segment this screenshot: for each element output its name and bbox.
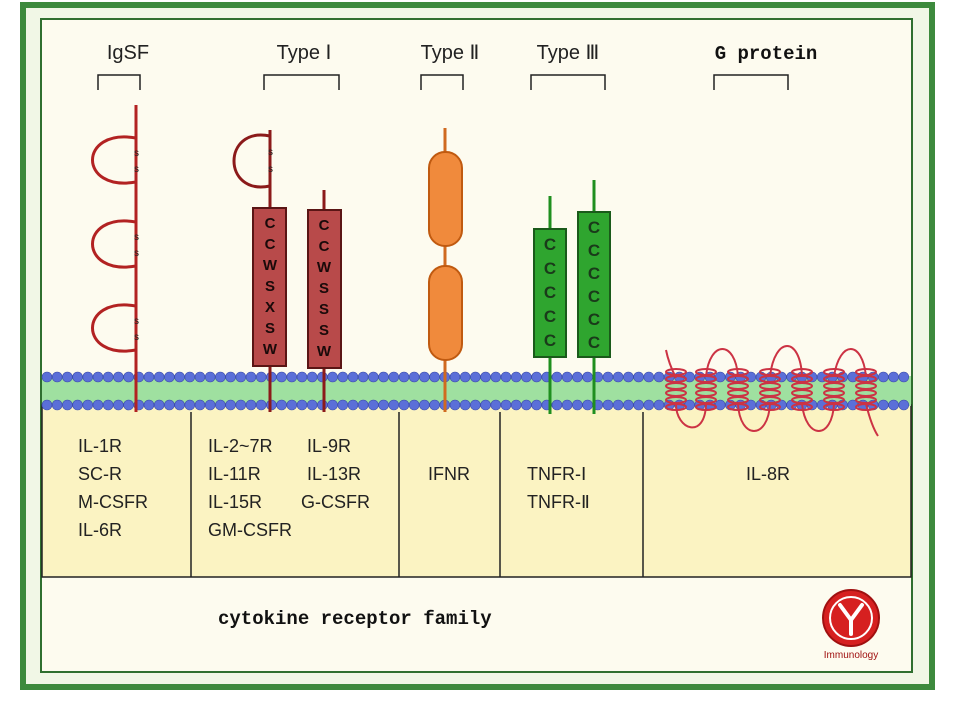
motif-letter: C xyxy=(544,259,556,278)
receptor-il8r: IL-8R xyxy=(746,464,790,484)
logo-text: Immunology xyxy=(824,650,878,661)
receptor-il13r: IL-13R xyxy=(307,464,361,484)
bracket-igsf xyxy=(97,74,141,90)
motif-letter: C xyxy=(544,235,556,254)
type3-box-b xyxy=(577,211,611,358)
receptor-il11r: IL-11R xyxy=(208,464,261,484)
motif-letter: C xyxy=(544,307,556,326)
motif-letter: C xyxy=(319,238,330,255)
transmembrane-helix xyxy=(695,368,717,411)
motif-letter: C xyxy=(588,264,600,283)
group-labels: IgSF Type Ⅰ Type Ⅱ Type Ⅲ G protein xyxy=(107,42,817,65)
diagram-caption: cytokine receptor family xyxy=(218,608,492,630)
motif-letter: C xyxy=(319,217,330,234)
motif-letter: C xyxy=(265,215,276,232)
motif-letter: W xyxy=(263,341,278,358)
motif-letter: C xyxy=(265,236,276,253)
svg-text:s: s xyxy=(268,164,273,175)
motif-letter: C xyxy=(544,331,556,350)
type2-domain-1 xyxy=(428,151,463,247)
receptor-il6r: IL-6R xyxy=(78,520,122,540)
transmembrane-helix xyxy=(791,368,813,411)
svg-text:s: s xyxy=(134,332,139,343)
transmembrane-helix xyxy=(759,368,781,411)
receptor-il1r: IL-1R xyxy=(78,436,122,456)
type1-disulfide-marks: s s xyxy=(268,147,273,175)
bracket-gprotein xyxy=(713,74,789,90)
group-label-gprotein: G protein xyxy=(715,43,818,65)
type1-receptor-b xyxy=(307,190,342,412)
igsf-disulfide-marks: s s s s s s xyxy=(134,148,139,343)
type1-box-a xyxy=(252,207,287,367)
motif-letter: C xyxy=(588,287,600,306)
motif-letter: C xyxy=(588,218,600,237)
type3-box-a xyxy=(533,228,567,358)
ig-domain-3 xyxy=(91,303,137,353)
motif-letter: C xyxy=(588,333,600,352)
bracket-type1 xyxy=(263,74,340,90)
transmembrane-helix xyxy=(727,368,749,411)
svg-text:s: s xyxy=(134,248,139,259)
motif-letter: X xyxy=(265,299,275,316)
receptor-mcsfr: M-CSFR xyxy=(78,492,148,512)
igsf-receptor xyxy=(91,105,138,412)
motif-letter: S xyxy=(319,301,329,318)
motif-letter: C xyxy=(544,283,556,302)
group-label-type2: Type Ⅱ xyxy=(421,42,480,64)
motif-letter: W xyxy=(317,259,332,276)
type1-receptor-a xyxy=(232,130,287,412)
group-brackets xyxy=(97,74,789,90)
svg-text:s: s xyxy=(134,164,139,175)
type3-receptor-b xyxy=(577,180,611,414)
motif-letter: S xyxy=(319,280,329,297)
bracket-type2 xyxy=(420,74,464,90)
receptor-il2-7r: IL-2~7R xyxy=(208,436,273,456)
gprotein-receptor xyxy=(665,345,879,437)
svg-text:s: s xyxy=(268,147,273,158)
group-label-igsf: IgSF xyxy=(107,42,149,64)
group-label-type3: Type Ⅲ xyxy=(537,42,600,64)
column-dividers xyxy=(190,412,644,577)
svg-text:s: s xyxy=(134,316,139,327)
type1-ig-domain xyxy=(232,133,271,189)
type2-receptor xyxy=(428,128,463,412)
cytoplasm-region xyxy=(41,404,912,578)
receptor-tnfr2: TNFR-Ⅱ xyxy=(527,492,590,512)
antibody-icon xyxy=(838,603,864,636)
motif-letter: C xyxy=(588,241,600,260)
ig-domain-2 xyxy=(91,219,137,269)
receptor-lists: IL-1R SC-R M-CSFR IL-6R IL-2~7R IL-9R IL… xyxy=(78,436,790,540)
transmembrane-helix xyxy=(665,368,687,411)
group-label-type1: Type Ⅰ xyxy=(277,42,332,64)
immunology-logo: Immunology xyxy=(822,589,880,661)
receptor-gmcsfr: GM-CSFR xyxy=(208,520,292,540)
receptor-tnfr1: TNFR-Ⅰ xyxy=(527,464,586,484)
motif-letter: W xyxy=(317,343,332,360)
bracket-type3 xyxy=(530,74,606,90)
motif-letter: S xyxy=(265,278,275,295)
receptor-gcsfr: G-CSFR xyxy=(301,492,370,512)
receptor-il15r: IL-15R xyxy=(208,492,262,512)
receptor-il9r: IL-9R xyxy=(307,436,351,456)
motif-letter: W xyxy=(263,257,278,274)
type1-box-b xyxy=(307,209,342,369)
svg-text:s: s xyxy=(134,148,139,159)
type3-receptor-a xyxy=(533,196,567,414)
transmembrane-helix xyxy=(823,368,845,411)
transmembrane-helix xyxy=(855,368,877,411)
motif-letter: S xyxy=(265,320,275,337)
receptor-scr: SC-R xyxy=(78,464,122,484)
motif-letter: C xyxy=(588,310,600,329)
ig-domain-1 xyxy=(91,135,137,185)
motif-letter: S xyxy=(319,322,329,339)
svg-text:s: s xyxy=(134,232,139,243)
type2-domain-2 xyxy=(428,265,463,361)
receptor-ifnr: IFNR xyxy=(428,464,470,484)
